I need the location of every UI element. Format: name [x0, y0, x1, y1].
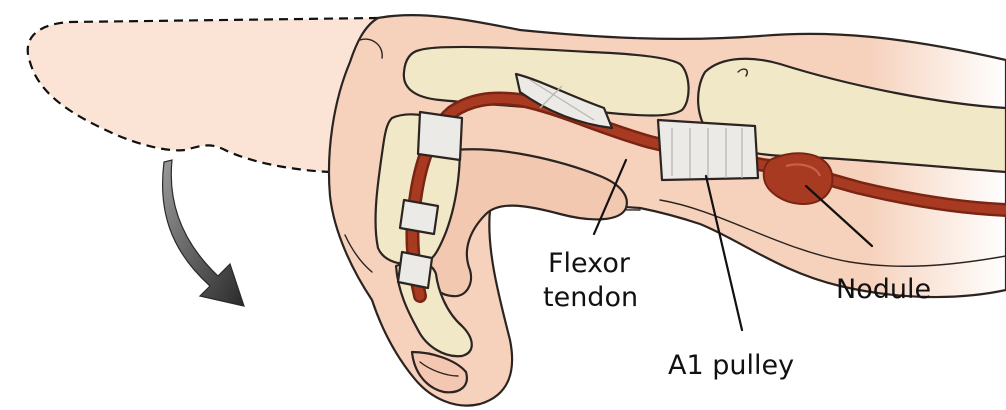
nodule-label: Nodule — [836, 274, 931, 305]
flexor-label-line2: tendon — [543, 282, 638, 313]
curved-arrow-down-right-icon — [163, 160, 244, 306]
extended-finger-outline — [28, 18, 378, 172]
flexor-label-line1: Flexor — [548, 248, 631, 279]
a1-pulley-label: A1 pulley — [668, 350, 794, 381]
